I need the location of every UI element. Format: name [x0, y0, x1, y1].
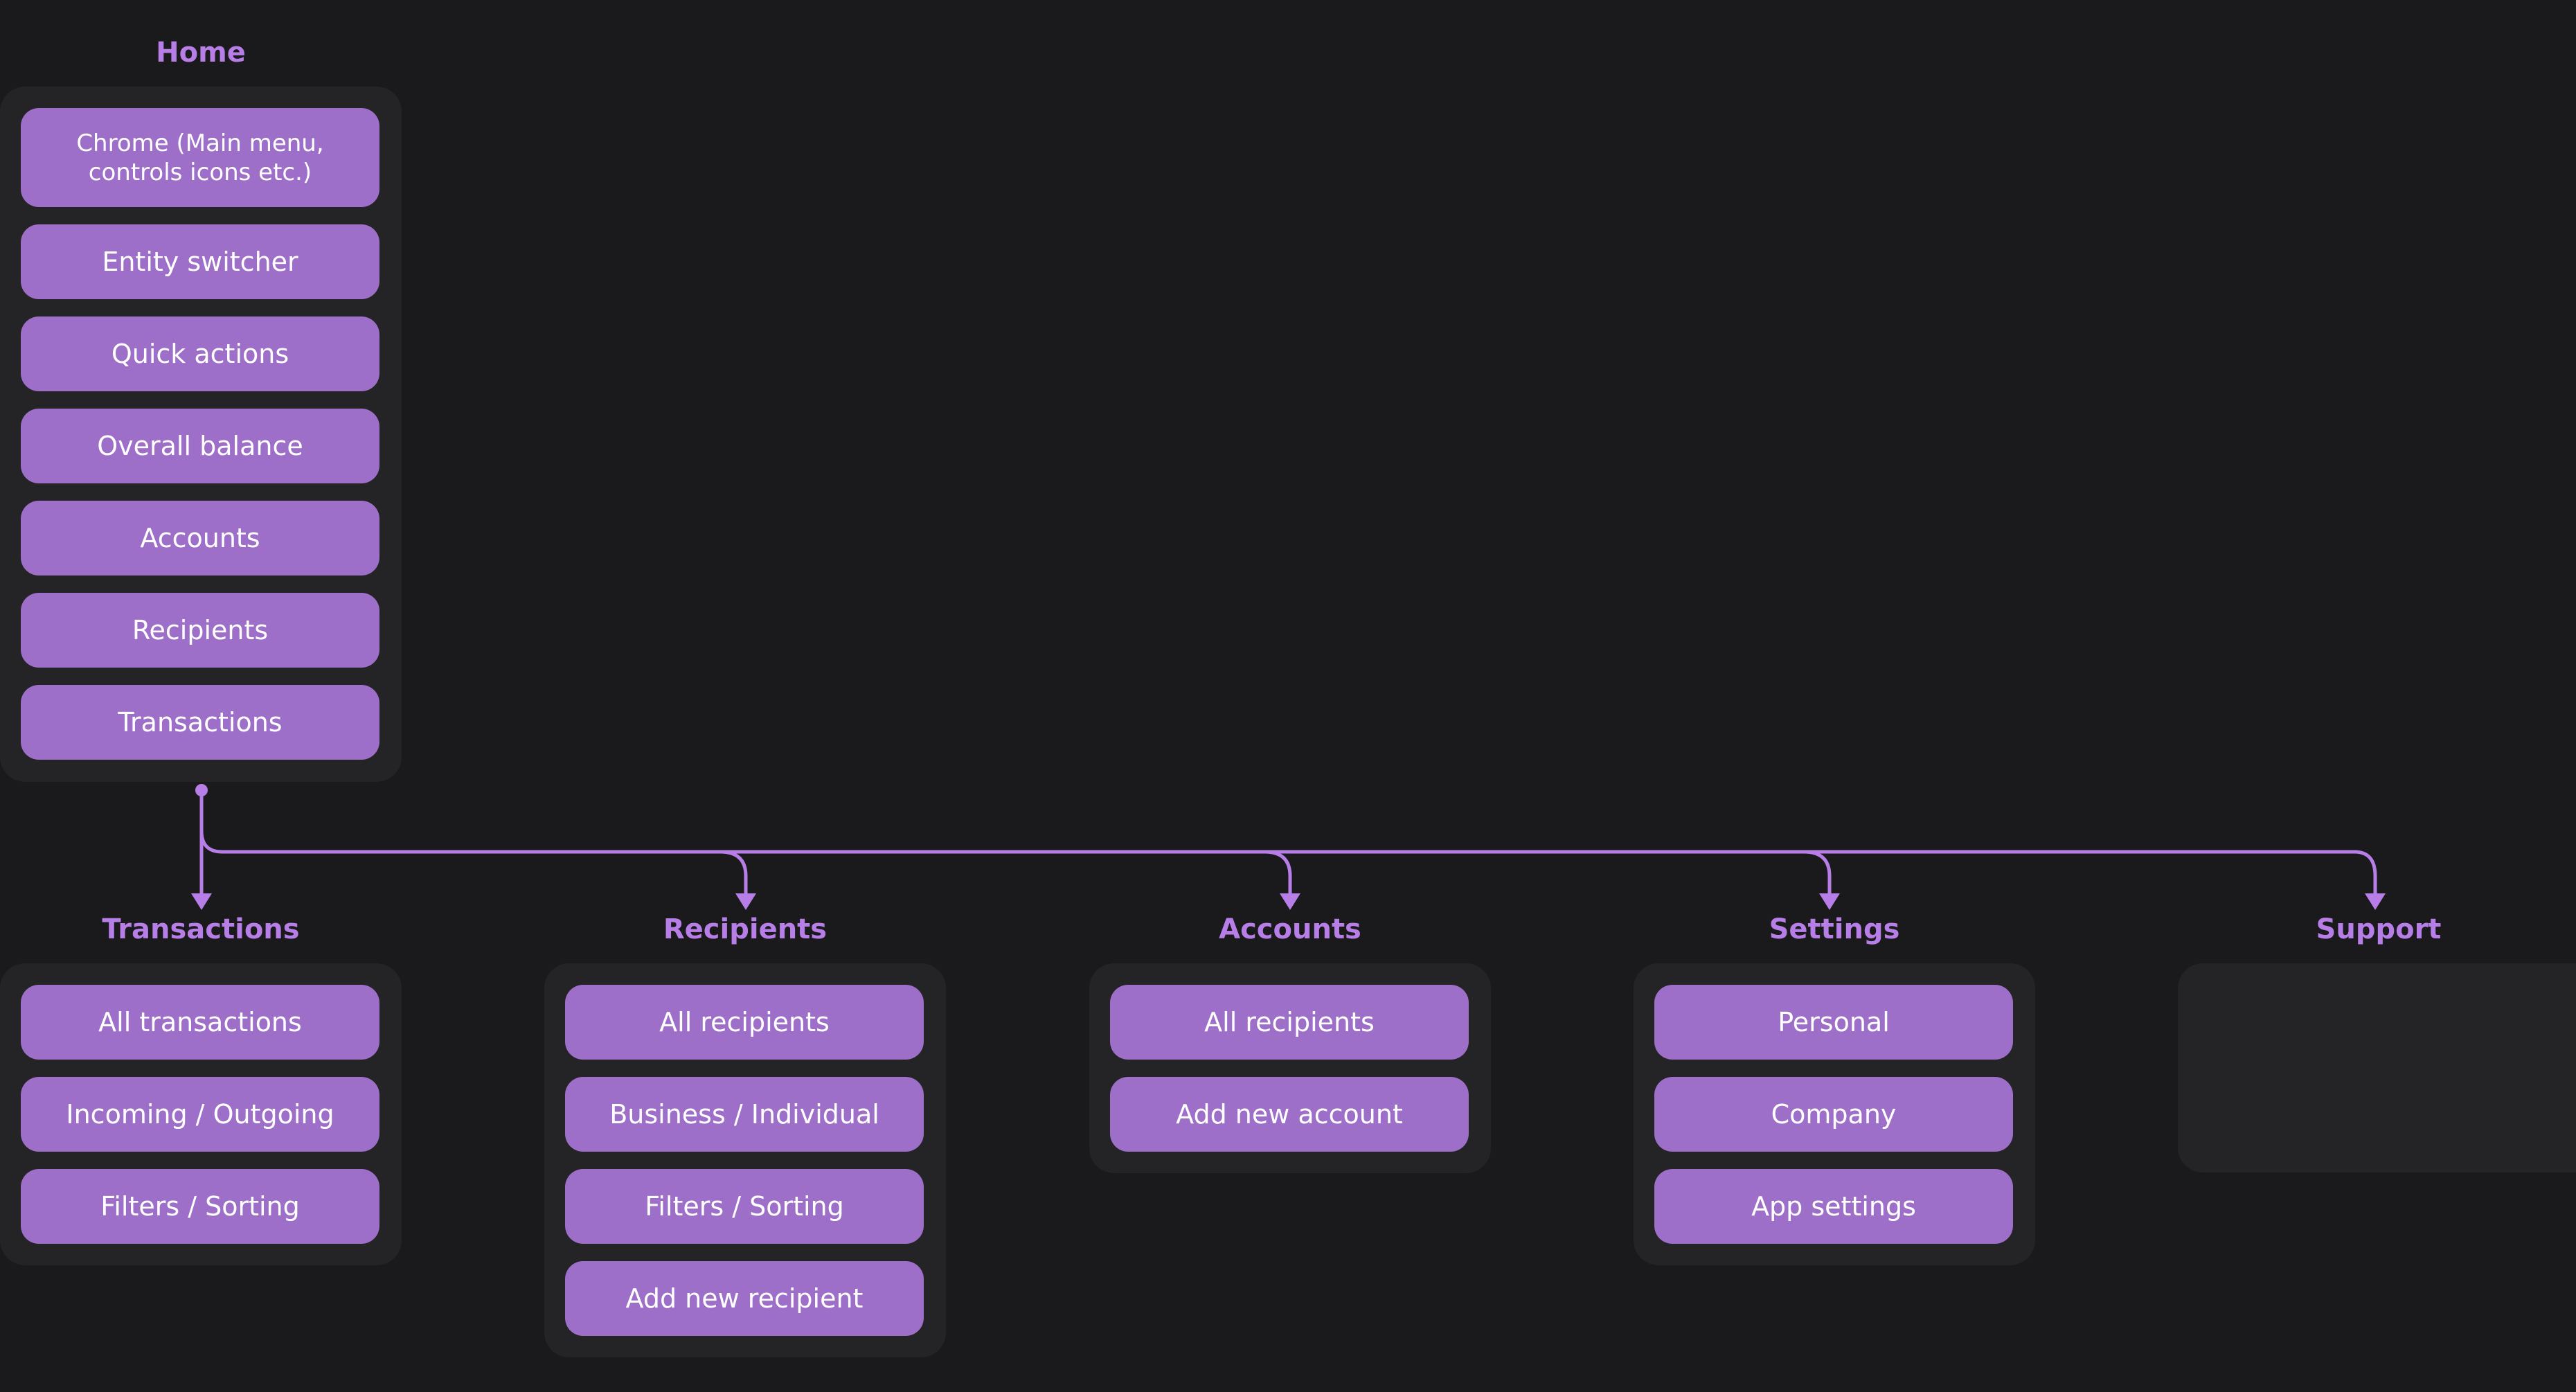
support-group	[2178, 963, 2576, 1172]
arrowhead-recipients	[735, 893, 756, 910]
connector-origin-dot	[195, 784, 208, 796]
home-item-entity-switcher[interactable]: Entity switcher	[21, 224, 379, 299]
home-item-recipients[interactable]: Recipients	[21, 593, 379, 668]
home-item-overall-balance[interactable]: Overall balance	[21, 409, 379, 483]
connector-branch-recipients	[718, 850, 748, 895]
home-item-quick-actions[interactable]: Quick actions	[21, 316, 379, 391]
connector-branch-support	[2352, 850, 2377, 895]
recipients-item-add-new[interactable]: Add new recipient	[565, 1261, 924, 1336]
support-title: Support	[2316, 913, 2442, 945]
settings-group: Personal Company App settings	[1634, 963, 2035, 1265]
connector-branch-accounts	[1262, 850, 1292, 895]
accounts-group: All recipients Add new account	[1089, 963, 1491, 1173]
arrowhead-settings	[1819, 893, 1840, 910]
settings-item-app-settings[interactable]: App settings	[1654, 1169, 2013, 1244]
recipients-items: All recipients Business / Individual Fil…	[565, 985, 924, 1353]
settings-item-company[interactable]: Company	[1654, 1077, 2013, 1152]
connector-branch-settings	[1802, 850, 1832, 895]
home-group: Chrome (Main menu, controls icons etc.) …	[0, 87, 402, 782]
home-item-accounts[interactable]: Accounts	[21, 501, 379, 575]
home-item-chrome[interactable]: Chrome (Main menu, controls icons etc.)	[21, 108, 379, 207]
recipients-item-business-individual[interactable]: Business / Individual	[565, 1077, 924, 1152]
home-items: Chrome (Main menu, controls icons etc.) …	[21, 108, 379, 777]
recipients-title: Recipients	[663, 913, 828, 945]
home-item-transactions[interactable]: Transactions	[21, 685, 379, 760]
accounts-item-add-new[interactable]: Add new account	[1110, 1077, 1469, 1152]
transactions-item-all[interactable]: All transactions	[21, 985, 379, 1060]
transactions-item-incoming-outgoing[interactable]: Incoming / Outgoing	[21, 1077, 379, 1152]
accounts-items: All recipients Add new account	[1110, 985, 1469, 1169]
accounts-title: Accounts	[1219, 913, 1361, 945]
transactions-items: All transactions Incoming / Outgoing Fil…	[21, 985, 379, 1261]
accounts-item-all[interactable]: All recipients	[1110, 985, 1469, 1060]
arrowhead-transactions	[191, 893, 212, 910]
recipients-item-all[interactable]: All recipients	[565, 985, 924, 1060]
recipients-group: All recipients Business / Individual Fil…	[544, 963, 946, 1357]
settings-items: Personal Company App settings	[1654, 985, 2013, 1261]
transactions-item-filters-sorting[interactable]: Filters / Sorting	[21, 1169, 379, 1244]
connector-bus	[199, 829, 2356, 854]
home-title: Home	[156, 37, 246, 69]
arrowhead-accounts	[1280, 893, 1300, 910]
transactions-title: Transactions	[102, 913, 300, 945]
recipients-item-filters-sorting[interactable]: Filters / Sorting	[565, 1169, 924, 1244]
settings-title: Settings	[1769, 913, 1900, 945]
transactions-group: All transactions Incoming / Outgoing Fil…	[0, 963, 402, 1265]
settings-item-personal[interactable]: Personal	[1654, 985, 2013, 1060]
arrowhead-support	[2365, 893, 2386, 910]
